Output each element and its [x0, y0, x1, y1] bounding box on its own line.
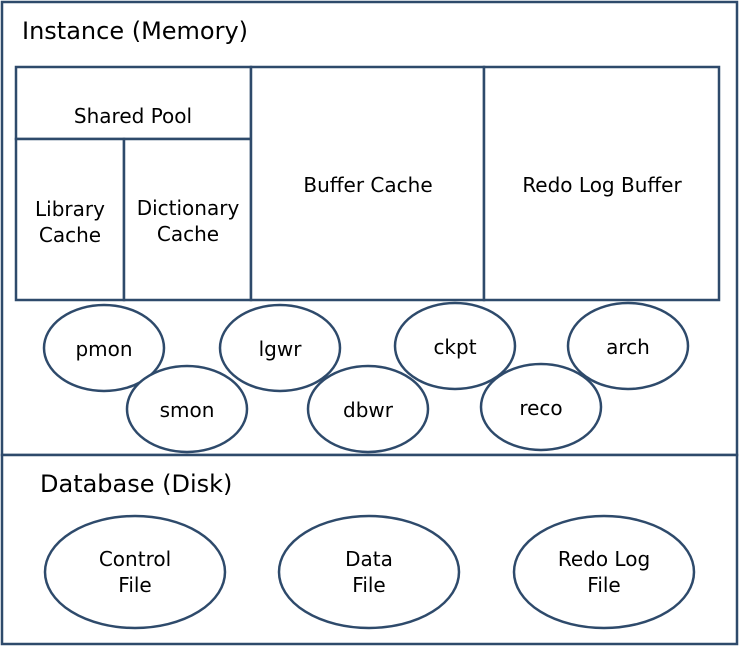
process-lgwr-ellipse [218, 303, 342, 393]
instance-title: Instance (Memory) [22, 17, 248, 45]
library-cache-box [14, 137, 126, 302]
process-arch-ellipse [566, 301, 690, 391]
sga-area: Shared Pool Library Cache Dictionary Cac… [14, 65, 721, 302]
library-cache-label-line2: Cache [39, 223, 101, 247]
data-file-label-line1: Data [345, 547, 393, 571]
process-lgwr-label: lgwr [259, 337, 303, 361]
database-title-notch [3, 456, 267, 507]
redo-log-buffer-box [482, 65, 721, 302]
dictionary-cache-label-line2: Cache [157, 222, 219, 246]
process-ckpt-ellipse [393, 301, 517, 391]
database-files: Control File Data File Redo Log File [43, 514, 696, 630]
redo-log-buffer-label: Redo Log Buffer [522, 173, 682, 197]
process-reco-label: reco [519, 396, 562, 420]
shared-pool-label: Shared Pool [74, 104, 192, 128]
process-ckpt-label: ckpt [433, 335, 476, 359]
redo-log-file-ellipse [512, 514, 696, 630]
dictionary-cache-box [122, 137, 253, 302]
process-smon-label: smon [160, 398, 215, 422]
redo-log-file-label-line1: Redo Log [558, 547, 650, 571]
data-file-ellipse [277, 514, 461, 630]
dictionary-cache-label-line1: Dictionary [137, 196, 240, 220]
control-file-ellipse [43, 514, 227, 630]
background-processes: pmon smon lgwr dbwr ckpt reco arch [42, 301, 690, 454]
process-dbwr-label: dbwr [343, 398, 394, 422]
process-dbwr-ellipse [306, 364, 430, 454]
control-file-label-line2: File [118, 573, 151, 597]
database-title: Database (Disk) [40, 470, 232, 498]
process-smon-ellipse [125, 364, 249, 454]
library-cache-label-line1: Library [35, 197, 105, 221]
process-pmon-label: pmon [75, 337, 132, 361]
process-reco-ellipse [479, 362, 603, 452]
shared-pool-box [14, 65, 253, 141]
redo-log-file-label-line2: File [587, 573, 620, 597]
control-file-label-line1: Control [99, 547, 171, 571]
buffer-cache-label: Buffer Cache [303, 173, 432, 197]
process-pmon-ellipse [42, 303, 166, 393]
data-file-label-line2: File [352, 573, 385, 597]
buffer-cache-box [249, 65, 486, 302]
process-arch-label: arch [606, 335, 650, 359]
